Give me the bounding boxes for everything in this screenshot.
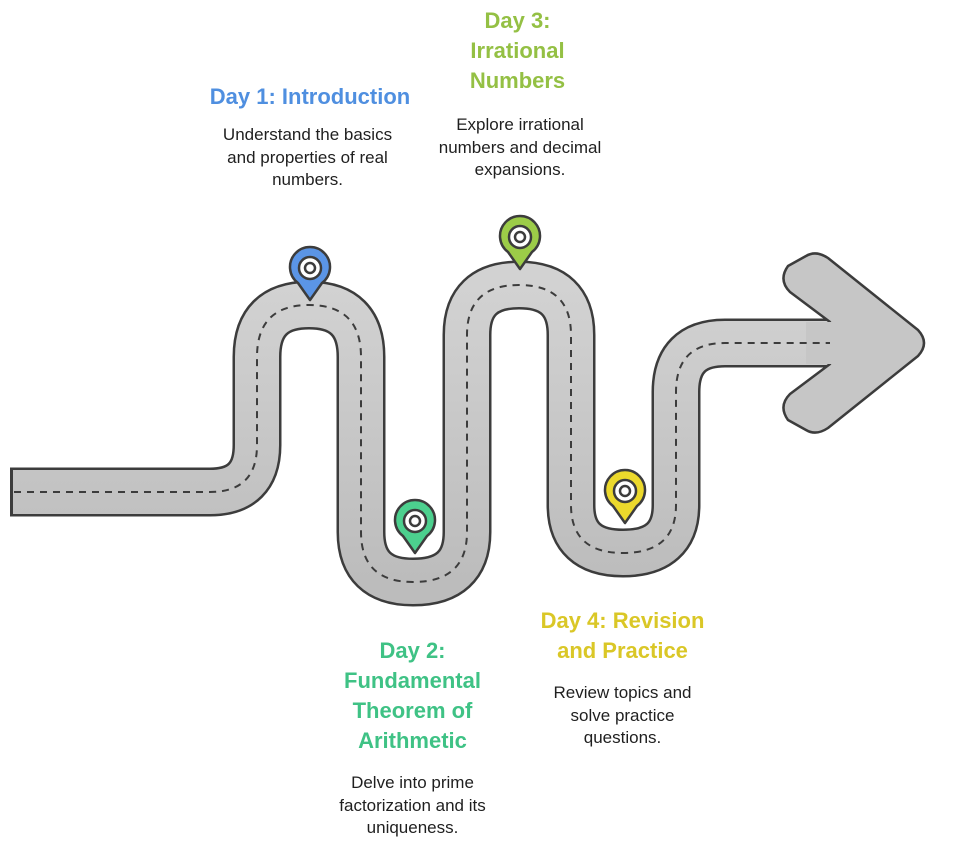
day-2-description: Delve into prime factorization and its u… [339, 773, 486, 837]
location-pin-icon [603, 468, 647, 525]
day-4-title: Day 4: Revision and Practice [540, 608, 705, 663]
day-4-description: Review topics and solve practice questio… [553, 683, 692, 747]
day-1-title: Day 1: Introduction [209, 84, 411, 109]
arrow-head-icon [782, 252, 926, 434]
day-1-description: Understand the basics and properties of … [222, 125, 393, 189]
road-body [10, 260, 830, 607]
day-3-description: Explore irrational numbers and decimal e… [438, 115, 602, 179]
location-pin-icon [288, 245, 332, 302]
location-pin-icon [393, 498, 437, 555]
day-3-title: Day 3: Irrational Numbers [469, 8, 566, 93]
day-2-title: Day 2: Fundamental Theorem of Arithmetic [344, 638, 481, 753]
location-pin-icon [498, 214, 542, 271]
